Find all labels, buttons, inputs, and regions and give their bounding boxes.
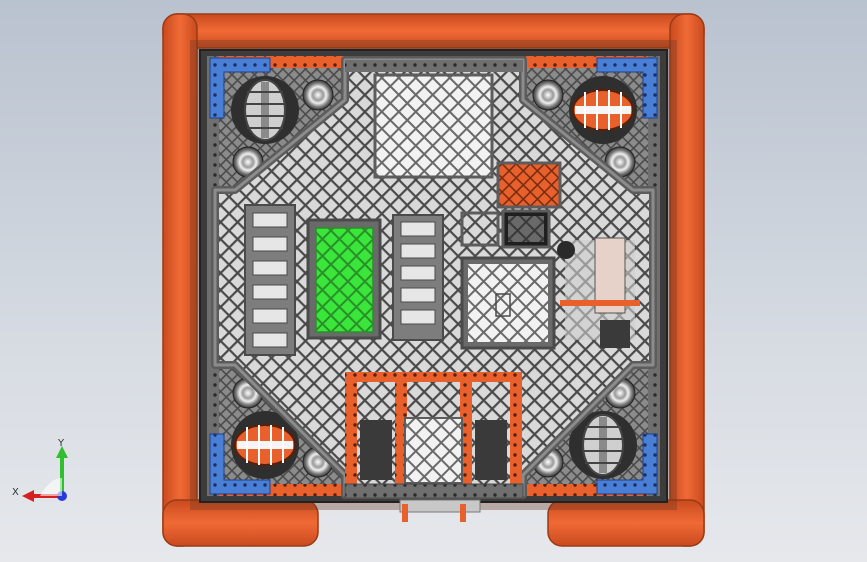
y-axis-label: Y <box>57 438 65 449</box>
lower-orange-beams <box>345 372 522 497</box>
wheel-bottom-right <box>569 411 637 479</box>
top-plate <box>345 60 523 72</box>
wheel-bottom-left <box>231 411 299 479</box>
triad-shadow <box>40 478 62 496</box>
selected-green-panel[interactable] <box>306 218 382 340</box>
left-slot-column <box>244 204 296 356</box>
axis-triad: Y X <box>12 438 68 502</box>
bottom-plate <box>344 483 524 522</box>
wheel-top-right <box>569 76 637 144</box>
wheel-top-left <box>231 76 299 144</box>
middle-slot-column <box>392 214 444 341</box>
small-mesh-squares <box>460 209 551 249</box>
right-mesh-panel <box>460 256 556 350</box>
orange-mesh-panel <box>496 161 562 209</box>
side-component <box>557 237 640 348</box>
top-mesh-panel <box>373 73 494 179</box>
x-axis-label: X <box>12 487 19 498</box>
corner-brackets <box>209 57 658 495</box>
